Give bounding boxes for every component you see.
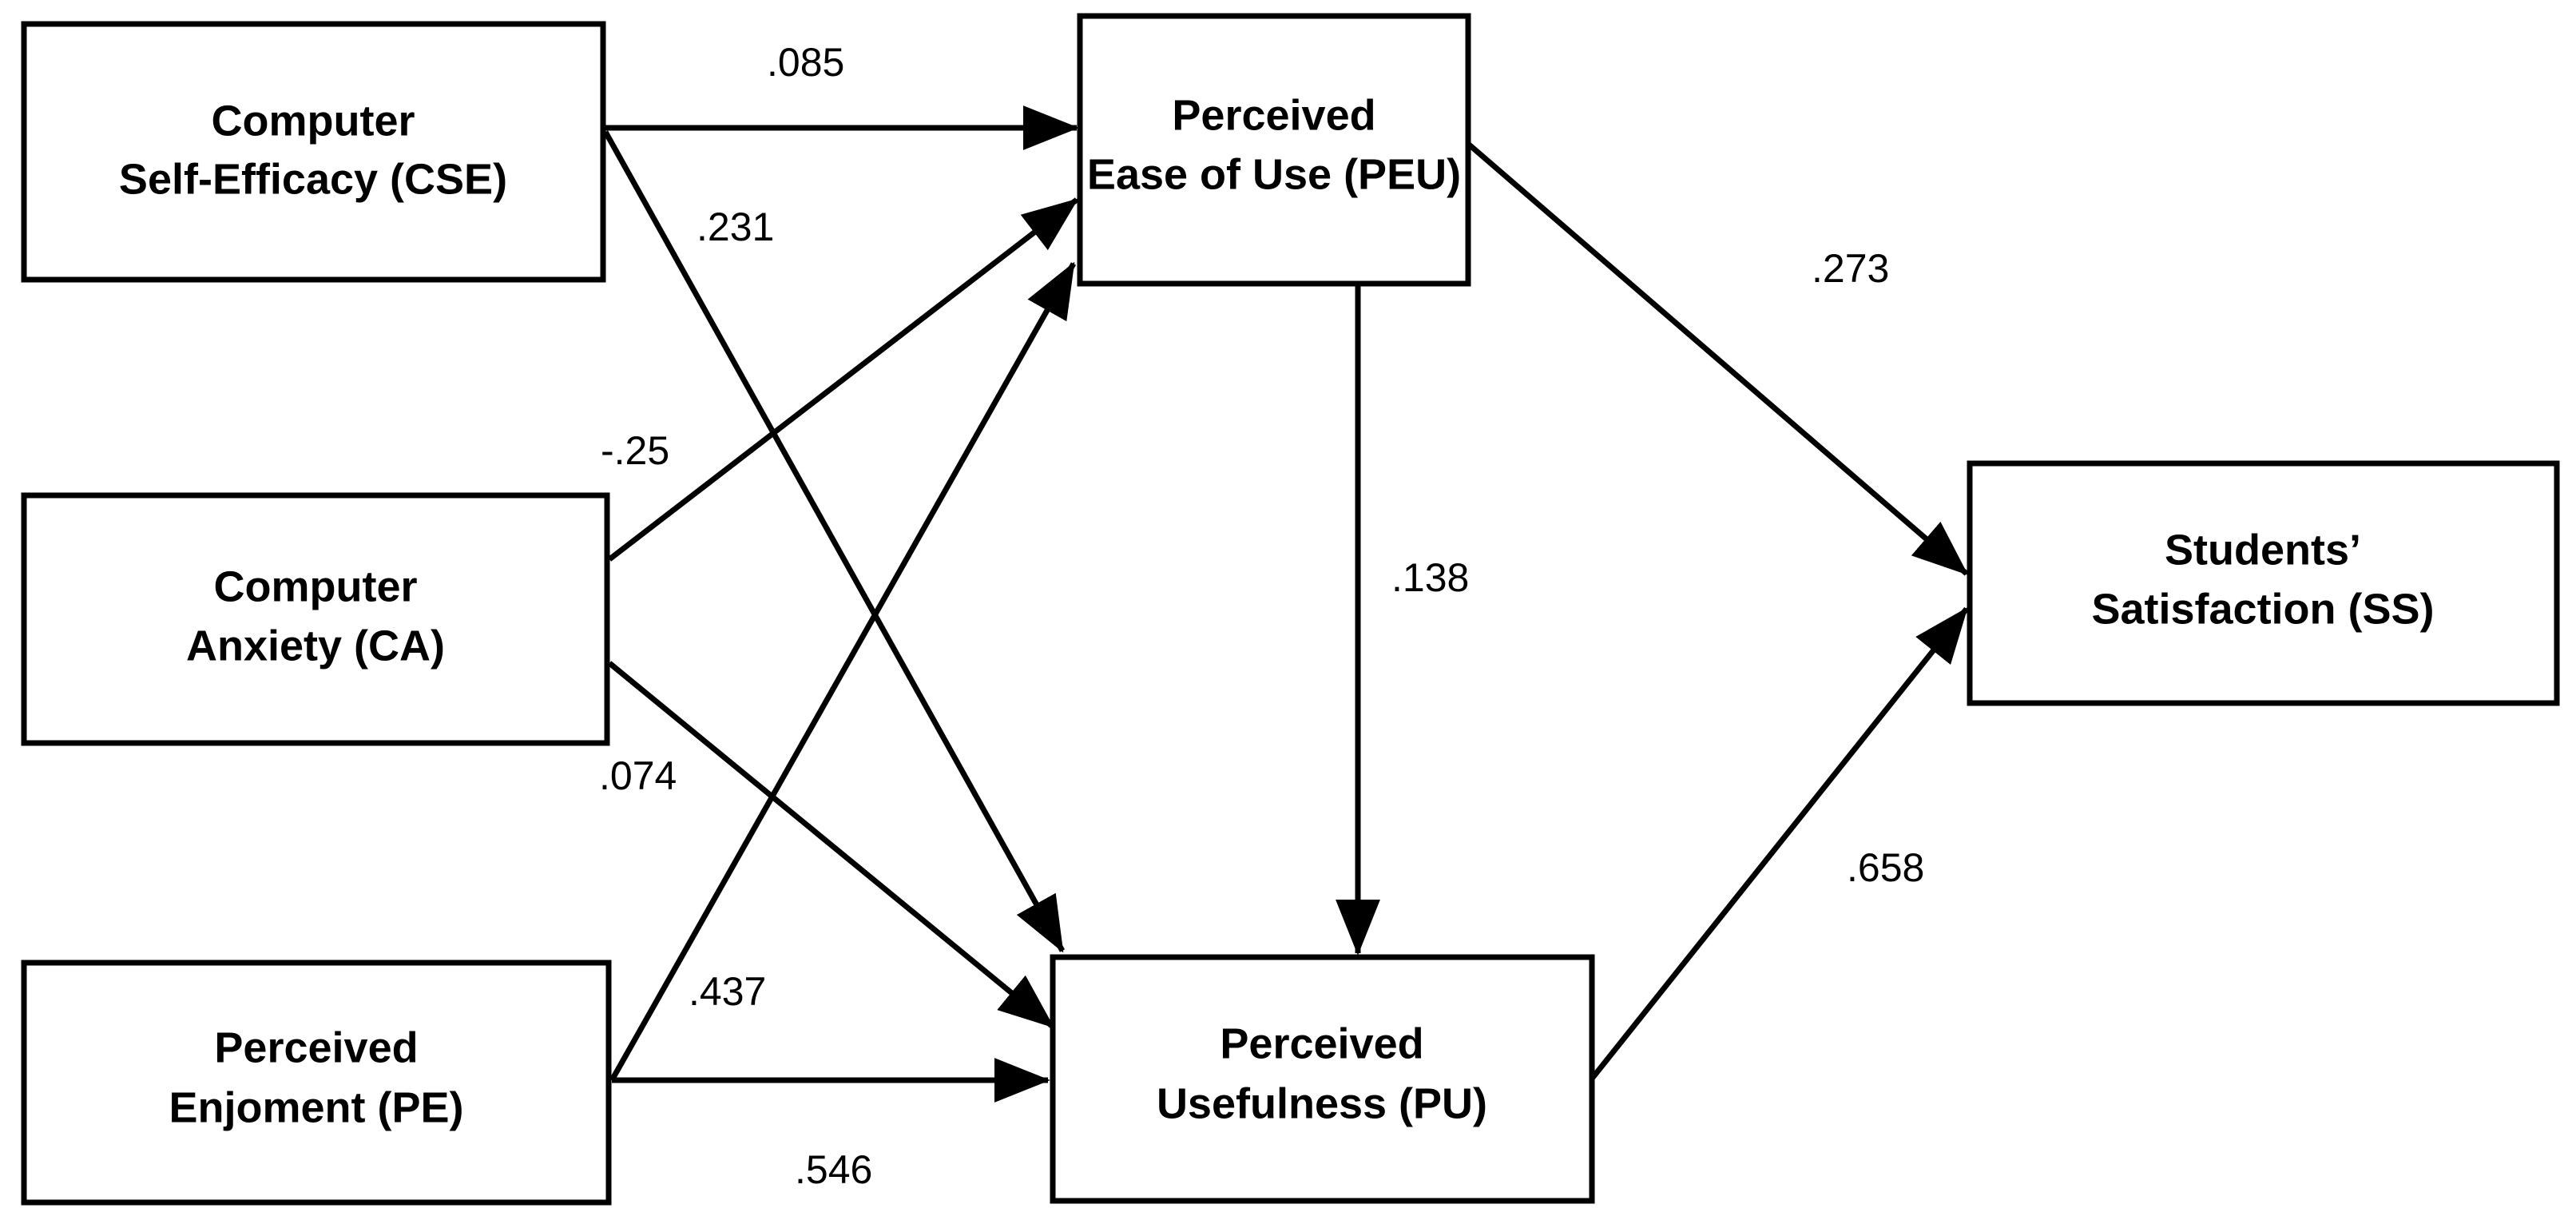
coef-label-pu-ss: .658 — [1847, 845, 1924, 890]
node-label-pu-line2: Usefulness (PU) — [1157, 1079, 1487, 1127]
path-line-peu-ss — [1466, 141, 1969, 576]
coef-label-peu-ss: .273 — [1812, 246, 1889, 291]
node-box-peu — [1077, 13, 1471, 287]
node-box-ca — [21, 492, 610, 746]
node-cse[interactable]: Computer Self-Efficacy (CSE) — [21, 21, 606, 283]
path-line-ca-pu — [607, 661, 1055, 1029]
node-box-cse — [21, 21, 606, 283]
node-peu[interactable]: Perceived Ease of Use (PEU) — [1077, 13, 1471, 287]
node-label-pe-line1: Perceived — [214, 1023, 418, 1071]
node-label-ss-line1: Students’ — [2165, 526, 2361, 574]
node-label-peu-line2: Ease of Use (PEU) — [1087, 150, 1461, 198]
node-box-pe — [21, 960, 612, 1206]
coef-label-cse-pu: .231 — [697, 205, 774, 249]
node-label-ss-line2: Satisfaction (SS) — [2091, 585, 2434, 633]
coef-label-pe-pu: .546 — [795, 1147, 872, 1192]
coef-label-cse-peu: .085 — [767, 40, 844, 85]
node-box-pu — [1050, 954, 1595, 1204]
node-label-ca-line2: Anxiety (CA) — [186, 622, 445, 670]
coef-label-pe-peu: .437 — [689, 969, 766, 1014]
node-label-ca-line1: Computer — [214, 562, 418, 610]
node-label-pu-line1: Perceived — [1220, 1019, 1423, 1067]
path-line-pe-peu — [609, 261, 1077, 1082]
coef-label-ca-peu: -.25 — [601, 428, 669, 473]
coef-label-ca-pu: .074 — [599, 753, 677, 798]
coef-label-peu-pu: .138 — [1391, 555, 1469, 600]
node-pe[interactable]: Perceived Enjoment (PE) — [21, 960, 612, 1206]
node-label-peu-line1: Perceived — [1172, 91, 1375, 139]
node-ss[interactable]: Students’ Satisfaction (SS) — [1967, 460, 2560, 706]
node-label-cse-line2: Self-Efficacy (CSE) — [119, 155, 507, 203]
path-line-cse-pu — [602, 130, 1066, 953]
node-pu[interactable]: Perceived Usefulness (PU) — [1050, 954, 1595, 1204]
node-label-cse-line1: Computer — [212, 97, 415, 145]
path-line-pu-ss — [1590, 606, 1969, 1081]
node-box-ss — [1967, 460, 2560, 706]
node-label-pe-line2: Enjoment (PE) — [169, 1083, 463, 1131]
path-line-ca-peu — [607, 197, 1079, 562]
node-ca[interactable]: Computer Anxiety (CA) — [21, 492, 610, 746]
